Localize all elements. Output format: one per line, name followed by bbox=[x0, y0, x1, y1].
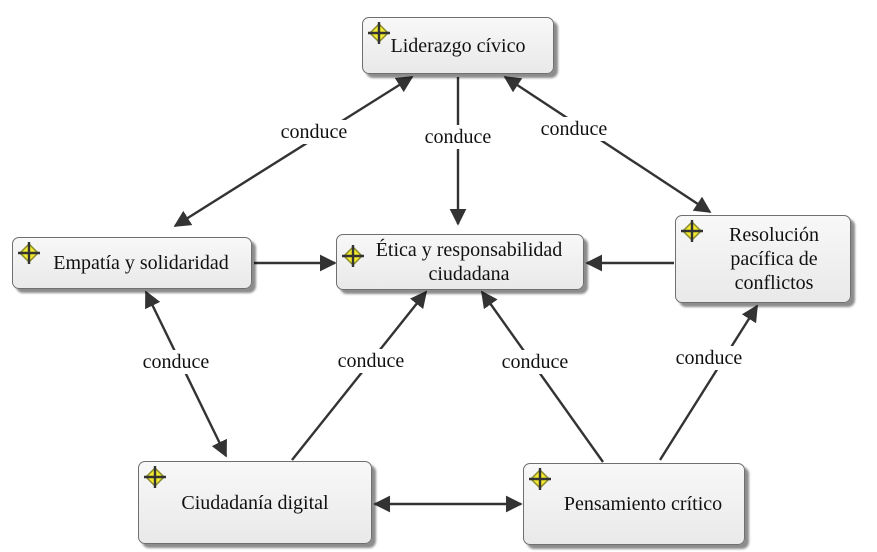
node-resolucion-conflictos[interactable]: Resolución pacífica de conflictos bbox=[675, 215, 851, 303]
concept-icon bbox=[681, 220, 703, 242]
node-ciudadania-digital[interactable]: Ciudadanía digital bbox=[138, 461, 372, 544]
link-label-empatia-ciudadania: conduce bbox=[139, 350, 213, 374]
link-label-pensamiento-resolucion: conduce bbox=[672, 346, 746, 370]
concept-icon bbox=[18, 242, 40, 264]
node-label: Ciudadanía digital bbox=[181, 491, 329, 514]
node-liderazgo-civico[interactable]: Liderazgo cívico bbox=[362, 17, 554, 74]
link-label-liderazgo-etica: conduce bbox=[421, 125, 495, 149]
link-label-pensamiento-etica: conduce bbox=[498, 350, 572, 374]
node-label: Pensamiento crítico bbox=[563, 493, 723, 515]
node-label: Resolución pacífica de conflictos bbox=[729, 224, 819, 294]
link-label-liderazgo-empatia: conduce bbox=[277, 120, 351, 144]
node-etica-responsabilidad[interactable]: Ética y responsabilidad ciudadana bbox=[336, 234, 584, 290]
link-ciudadania-etica bbox=[291, 290, 428, 461]
concept-icon bbox=[368, 22, 390, 44]
link-liderazgo-resolucion bbox=[503, 75, 712, 214]
concept-icon bbox=[342, 245, 364, 267]
node-label: Empatía y solidaridad bbox=[53, 252, 229, 274]
node-empatia-solidaridad[interactable]: Empatía y solidaridad bbox=[12, 237, 252, 289]
link-label-liderazgo-resolucion: conduce bbox=[537, 117, 611, 141]
concept-icon bbox=[529, 468, 551, 490]
node-pensamiento-critico[interactable]: Pensamiento crítico bbox=[523, 463, 745, 545]
link-empatia-ciudadania bbox=[144, 290, 228, 458]
link-label-ciudadania-etica: conduce bbox=[334, 349, 408, 373]
node-label: Liderazgo cívico bbox=[390, 34, 526, 57]
link-pensamiento-etica bbox=[481, 290, 604, 463]
link-liderazgo-empatia bbox=[173, 75, 414, 228]
node-label: Ética y responsabilidad ciudadana bbox=[375, 239, 563, 285]
link-pensamiento-resolucion bbox=[658, 304, 759, 461]
concept-icon bbox=[144, 466, 166, 488]
